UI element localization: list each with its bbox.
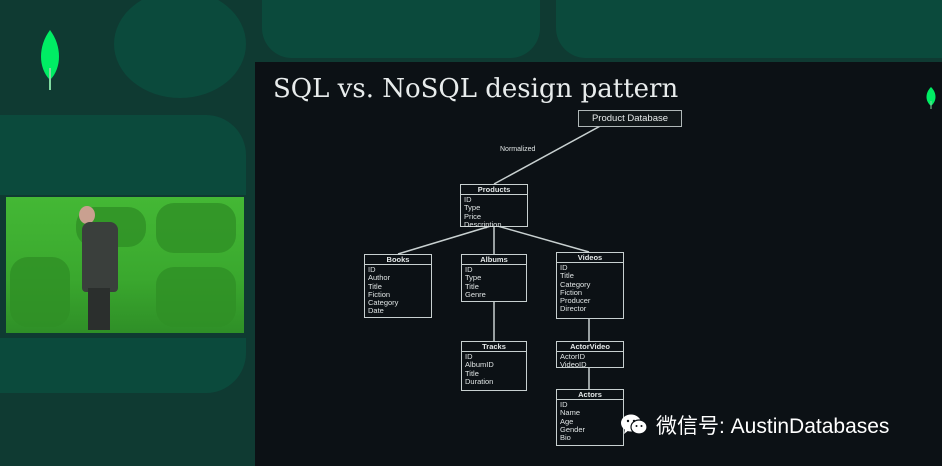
stage-shape-left — [0, 115, 246, 195]
field: ID — [464, 195, 472, 204]
table-albums-header: Albums — [462, 255, 526, 265]
field: ActorID — [560, 352, 586, 361]
field: Gender — [560, 424, 586, 434]
wechat-icon — [621, 414, 648, 435]
speaker-legs — [88, 288, 110, 330]
field: Author — [368, 273, 391, 283]
field: Description — [464, 219, 502, 229]
slide-title: SQL vs. NoSQL design pattern — [273, 74, 679, 104]
stage-shape-top-middle — [262, 0, 540, 58]
edge-label-normalized: Normalized — [500, 146, 536, 153]
field: ID — [368, 265, 376, 274]
field: Title — [465, 281, 479, 291]
field: Fiction — [368, 289, 391, 299]
field: Title — [368, 281, 382, 291]
root-product-database: Product Database — [578, 110, 682, 127]
stage-shape-top-right — [556, 0, 942, 58]
field: AlbumID — [465, 360, 494, 370]
field: VideoID — [560, 360, 587, 370]
stage-shape-circle — [114, 0, 246, 98]
field: Title — [465, 368, 479, 378]
table-actors-header: Actors — [557, 390, 623, 400]
field: Type — [465, 273, 482, 283]
field: ID — [560, 263, 568, 272]
watermark-text: 微信号: AustinDatabases — [656, 415, 890, 438]
table-actors: Actors ID Name Age Gender Bio — [556, 389, 624, 446]
field: Duration — [465, 376, 494, 386]
table-videos: Videos ID Title Category Fiction Produce… — [556, 252, 624, 319]
table-albums: Albums ID Type Title Genre — [461, 254, 527, 302]
field: ID — [465, 352, 473, 361]
table-tracks: Tracks ID AlbumID Title Duration — [461, 341, 527, 391]
field: Category — [560, 279, 591, 289]
field: ID — [560, 400, 568, 409]
slide-leaf-icon — [926, 87, 936, 109]
field: Bio — [560, 433, 571, 443]
field: Name — [560, 408, 581, 418]
field: Category — [368, 298, 399, 308]
watermark: 微信号: AustinDatabases — [620, 410, 889, 440]
field: Age — [560, 416, 574, 426]
field: Producer — [560, 296, 591, 306]
table-products-header: Products — [461, 185, 527, 195]
field: Title — [560, 271, 574, 281]
field: Type — [464, 203, 481, 213]
table-tracks-header: Tracks — [462, 342, 526, 352]
table-products: Products ID Type Price Description — [460, 184, 528, 229]
field: Director — [560, 304, 587, 314]
stage-shape-bottom-left — [0, 338, 246, 393]
speaker-head — [79, 206, 95, 224]
leaf-logo-icon — [41, 30, 59, 90]
field: Date — [368, 306, 384, 316]
table-books-header: Books — [365, 255, 431, 265]
field: Genre — [465, 289, 486, 299]
field: Price — [464, 211, 482, 221]
speaker-body — [82, 222, 118, 292]
table-actorvideo-header: ActorVideo — [557, 342, 623, 352]
table-books: Books ID Author Title Fiction Category D… — [364, 254, 432, 318]
table-actorvideo: ActorVideo ActorID VideoID — [556, 341, 624, 370]
field: ID — [465, 265, 473, 274]
table-videos-header: Videos — [557, 253, 623, 263]
field: Fiction — [560, 287, 583, 297]
